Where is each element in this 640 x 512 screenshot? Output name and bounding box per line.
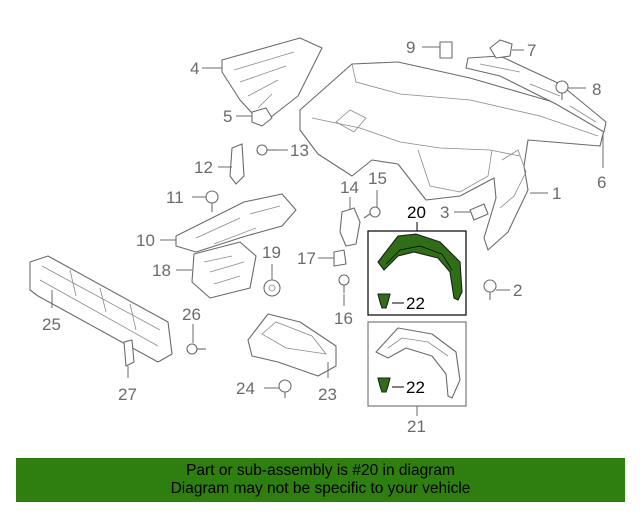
part-15-screw: 15 [363, 169, 387, 219]
callout-22-b: 22 [406, 378, 425, 397]
callout-23: 23 [318, 385, 337, 404]
callout-26: 26 [182, 305, 201, 324]
callout-9: 9 [406, 38, 415, 57]
part-13-screw: 13 [256, 141, 309, 160]
part-18-support: 18 [152, 241, 257, 299]
part-3-clip: 3 [440, 203, 489, 222]
part-23-tray: 23 [247, 313, 337, 404]
parts-diagram: 4 5 1 6 9 7 8 [29, 37, 607, 436]
callout-8: 8 [592, 80, 601, 99]
part-10-side-bracket: 10 [136, 193, 297, 253]
callout-17: 17 [297, 249, 316, 268]
callout-15: 15 [368, 169, 387, 188]
callout-18: 18 [152, 261, 171, 280]
part-9-bracket: 9 [406, 38, 453, 59]
part-17-clip: 17 [297, 249, 347, 268]
callout-22-a: 22 [406, 294, 425, 313]
part-12-bracket: 12 [194, 143, 245, 185]
callout-16: 16 [334, 309, 353, 328]
callout-5: 5 [223, 107, 232, 126]
info-banner: Part or sub-assembly is #20 in diagram D… [16, 458, 625, 502]
callout-13: 13 [290, 141, 309, 160]
part-1-bumper-cover: 1 [299, 61, 605, 251]
callout-20: 20 [407, 203, 426, 222]
part-21-assembly: 22 21 [367, 321, 467, 436]
part-26-bolt: 26 [182, 305, 206, 355]
part-4-bracket: 4 [190, 37, 323, 125]
part-16-fastener: 16 [334, 274, 353, 328]
callout-3: 3 [440, 203, 449, 222]
banner-line-1: Part or sub-assembly is #20 in diagram [186, 462, 455, 479]
part-20-assembly: 20 22 [367, 203, 467, 316]
part-6-strip: 6 [465, 55, 607, 192]
callout-6: 6 [597, 173, 606, 192]
part-11-bolt: 11 [166, 188, 219, 212]
callout-24: 24 [236, 379, 255, 398]
part-27-bracket: 27 [118, 339, 137, 404]
callout-11: 11 [166, 188, 184, 207]
part-14-bracket: 14 [339, 178, 361, 247]
part-7-clip: 7 [489, 39, 536, 60]
callout-27: 27 [118, 385, 137, 404]
part-24-push-pin: 24 [236, 379, 292, 398]
callout-2: 2 [513, 281, 522, 300]
part-8-push-pin: 8 [555, 80, 601, 100]
callout-10: 10 [136, 231, 155, 250]
callout-25: 25 [42, 315, 61, 334]
callout-14: 14 [340, 178, 359, 197]
callout-7: 7 [527, 41, 536, 60]
part-22-fastener-a: 22 [377, 293, 425, 313]
part-2-push-pin: 2 [483, 279, 522, 300]
part-19-fastener: 19 [262, 243, 281, 297]
part-20-highlight [377, 233, 463, 301]
callout-4: 4 [190, 59, 199, 78]
callout-1: 1 [552, 184, 561, 203]
callout-12: 12 [194, 158, 213, 177]
banner-line-2: Diagram may not be specific to your vehi… [170, 480, 471, 497]
part-5-clip: 5 [223, 107, 273, 127]
callout-21: 21 [407, 417, 426, 436]
callout-19: 19 [262, 243, 281, 262]
part-25-beam: 25 [29, 255, 173, 363]
part-22-fastener-b: 22 [377, 377, 425, 397]
